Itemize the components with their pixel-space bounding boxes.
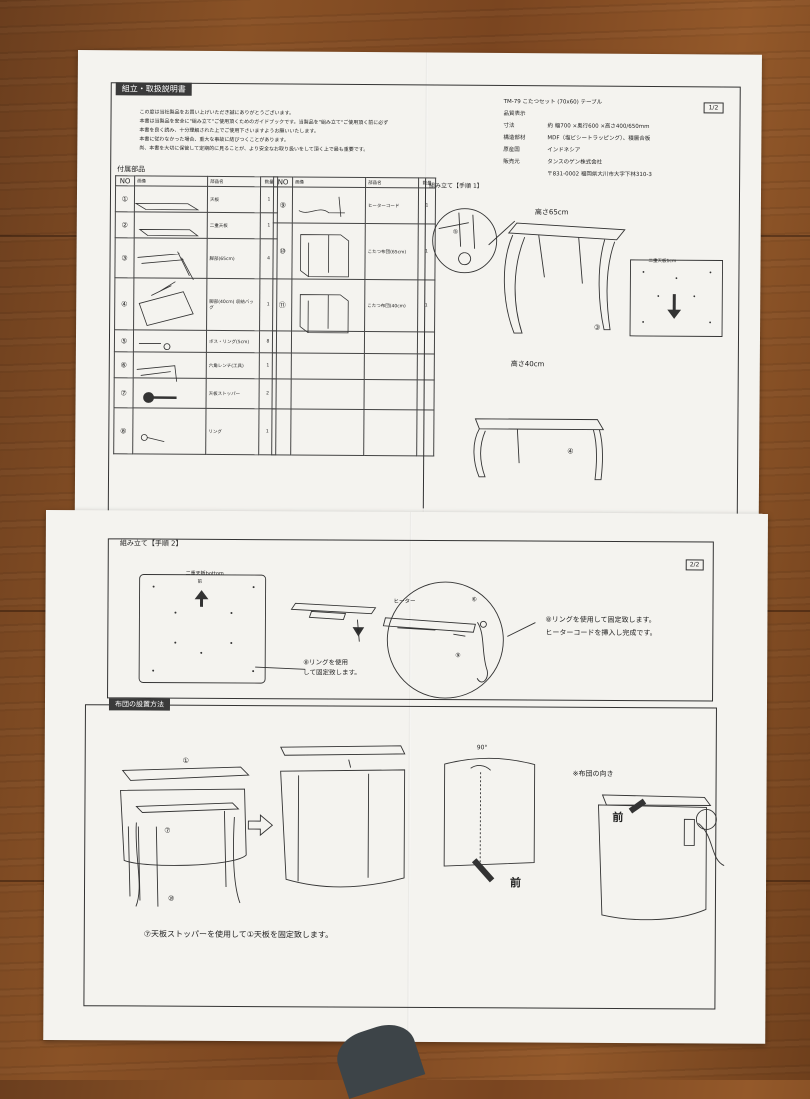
ring-note-line2: して固定致します。: [303, 668, 361, 677]
double-top-label: 二重天板1cm: [648, 258, 677, 265]
heater-label: ヒーター: [393, 598, 416, 605]
angle-label: 90°: [476, 744, 488, 752]
futon-illustration: [120, 745, 725, 921]
futon-section-title: 布団の設置方法: [108, 698, 171, 711]
model-name: TM-79 こたつセット (70x60) テーブル: [503, 98, 603, 106]
futon-direction-label: ※布団の向き: [572, 769, 614, 778]
front-label: 前: [612, 810, 624, 825]
instruction-sheet-page-1: 組立・取扱説明書 1/2 この度は当社製品をお買い上げいただき誠にありがとうござ…: [74, 50, 762, 533]
step2-illustration: [138, 574, 536, 699]
part-row: [271, 408, 434, 456]
double-top-bottom-label: 二重天板bottom: [185, 570, 224, 577]
callout-7: ⑦: [164, 826, 171, 835]
step1-title: 組み立て【手順 1】: [429, 182, 483, 190]
front-label: 前: [510, 876, 522, 890]
parts-illustrations-left: [134, 202, 200, 443]
page-number: 1/2: [703, 102, 724, 114]
stopper-note: ⑦天板ストッパーを使用して①天板を固定致します。: [143, 929, 334, 940]
part-row: [271, 378, 435, 410]
step1-illustration: [432, 208, 723, 481]
callout-6: ⑥: [471, 596, 477, 604]
instruction-sheet-page-2: 組み立て【手順 2】 2/2 二重天板bottom 前 ヒーター ⑧リングを使用…: [43, 510, 768, 1044]
manual-title: 組立・取扱説明書: [115, 82, 192, 96]
parts-section-title: 付属部品: [117, 165, 146, 174]
callout-10: ⑩: [167, 894, 175, 903]
callout-5: ⑤: [452, 228, 459, 236]
right-note-line2: ヒーターコードを挿入し完成です。: [545, 628, 657, 638]
callout-4: ④: [567, 447, 574, 456]
callout-9: ⑨: [455, 652, 461, 660]
front-mark-small: 前: [197, 579, 203, 585]
callout-1: ①: [182, 756, 189, 765]
height-40-label: 高さ40cm: [510, 360, 545, 369]
height-65-label: 高さ65cm: [534, 208, 569, 217]
step2-title: 組み立て【手順 2】: [119, 539, 183, 548]
callout-3: ③: [594, 323, 601, 332]
right-note-line1: ⑧リングを使用して固定致します。: [545, 615, 656, 625]
parts-illustrations-right: [298, 196, 350, 334]
callout-8: ⑧: [355, 627, 361, 635]
page-number: 2/2: [685, 559, 704, 571]
ring-note-line1: ⑧リングを使用: [303, 658, 349, 667]
